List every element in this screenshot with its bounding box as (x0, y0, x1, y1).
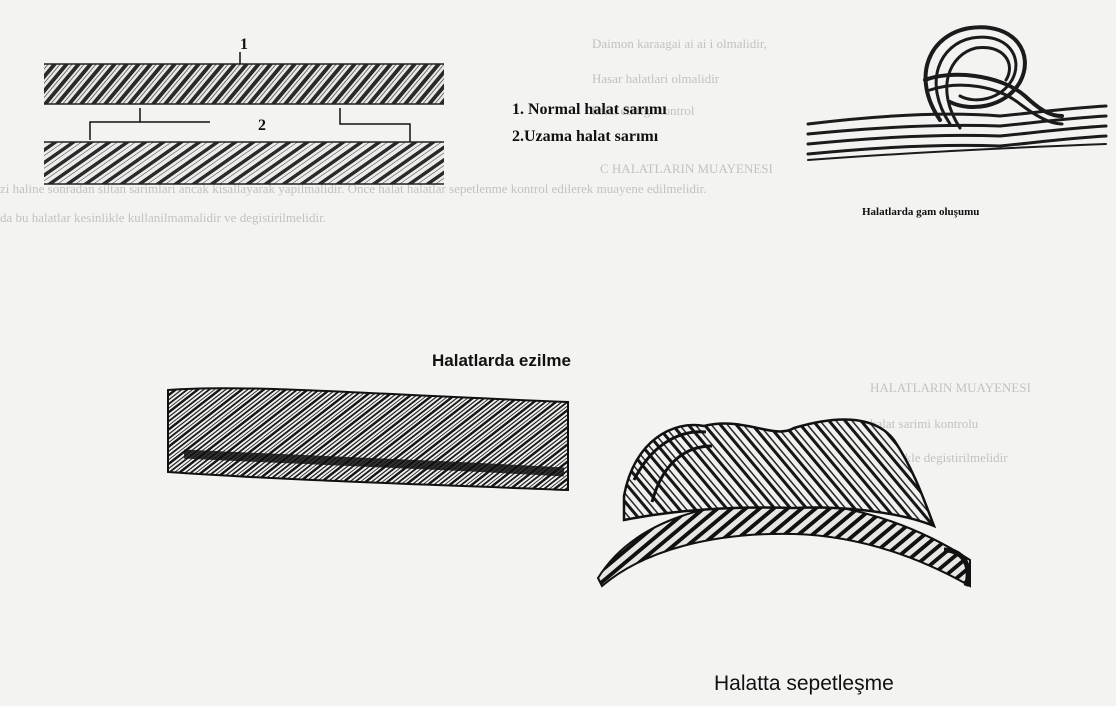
label-1: 1 (240, 36, 248, 54)
normal-rope (44, 64, 444, 104)
rope-kink-illustration (800, 16, 1110, 168)
caption-crushing: Halatlarda ezilme (432, 351, 571, 371)
background-bleed-text: da bu halatlar kesinlikle kullanilmamali… (0, 210, 760, 226)
rope-lay-diagram (40, 50, 450, 190)
background-bleed-text: Daimon karaagai ai ai i olmalidir, (592, 36, 767, 52)
background-bleed-text: HALATLARIN MUAYENESI (870, 380, 1031, 396)
crushed-rope-illustration (164, 380, 572, 498)
background-bleed-text: Hasar halatlari olmalidir (592, 71, 719, 87)
legend-stretched: 2.Uzama halat sarımı (512, 128, 658, 146)
background-bleed-text: C HALATLARIN MUAYENESI (600, 161, 773, 177)
stretched-rope (44, 142, 444, 184)
legend-normal: 1. Normal halat sarımı (512, 101, 667, 119)
caption-kink: Halatlarda gam oluşumu (862, 206, 979, 218)
label-2: 2 (258, 117, 266, 135)
birdcage-rope-illustration (594, 410, 976, 590)
caption-birdcaging: Halatta sepetleşme (714, 672, 894, 696)
